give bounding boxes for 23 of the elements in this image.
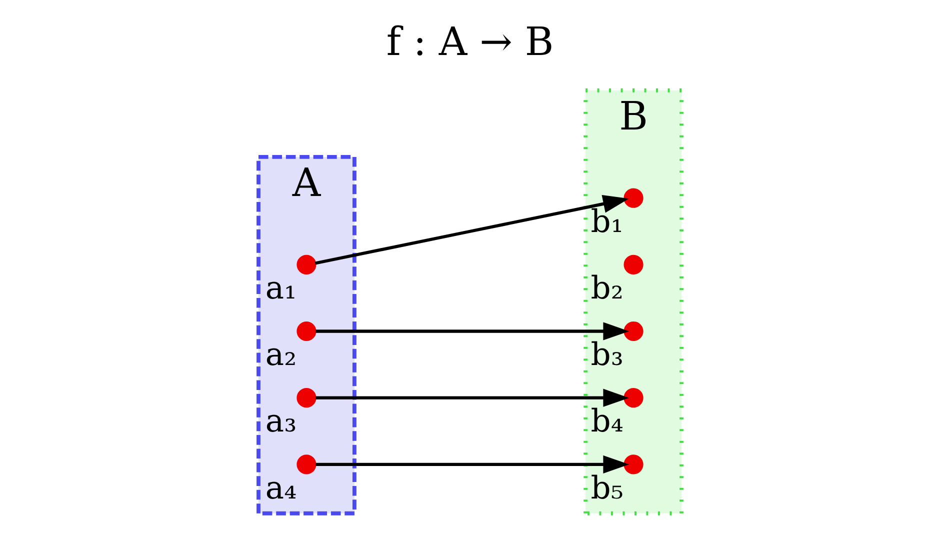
node-label: a₁ (264, 270, 296, 307)
node-circle (296, 454, 316, 474)
node-circle (623, 321, 643, 342)
node-circle (623, 188, 643, 208)
node-label: b₂ (590, 270, 623, 307)
node-circle (296, 254, 316, 274)
node-label: a₄ (264, 470, 296, 506)
node-label: b₅ (590, 470, 623, 506)
diagram-title: f : A → B (386, 20, 554, 66)
node-circle (623, 454, 643, 474)
node-label: a₂ (264, 337, 296, 374)
arrow (315, 388, 629, 407)
node-circle (623, 388, 643, 408)
arrow (315, 322, 629, 340)
node-circle (296, 321, 316, 342)
node-label: a₃ (264, 404, 296, 440)
node-circle (623, 254, 643, 274)
node-label: b₄ (590, 404, 623, 440)
node-label: b₃ (590, 337, 623, 374)
node-circle (296, 388, 316, 408)
arrow (315, 455, 629, 474)
arrow (314, 194, 628, 265)
node-label: b₁ (590, 204, 623, 240)
